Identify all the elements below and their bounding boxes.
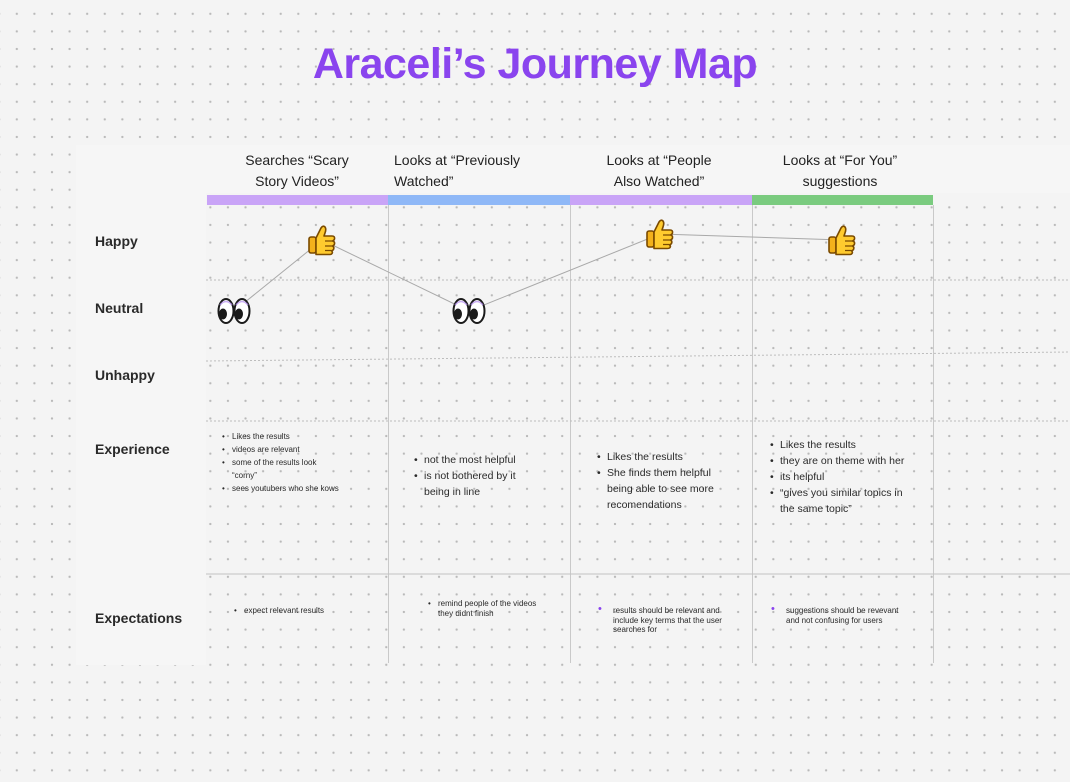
thumbs-up-icon bbox=[645, 218, 675, 255]
experience-note: not the most helpful bbox=[414, 452, 544, 468]
experience-note: “gives you similar topics in the same to… bbox=[770, 485, 920, 517]
emotion-line-segment bbox=[233, 239, 323, 312]
column-divider bbox=[570, 205, 571, 663]
stage-title-4: Looks at “For You” suggestions bbox=[782, 152, 898, 189]
stage-bar-1 bbox=[207, 195, 388, 205]
experience-notes-2: not the most helpful is not bothered by … bbox=[414, 452, 544, 500]
stage-title-2: Looks at “Previously Watched” bbox=[394, 152, 521, 189]
experience-note: Likes the results bbox=[770, 437, 920, 453]
expectation-notes-2: remind people of the videos they didnt f… bbox=[428, 599, 546, 618]
thumbs-up-icon bbox=[827, 224, 857, 261]
experience-note: videos are relevant bbox=[222, 443, 340, 456]
stage-title-1: Searches “Scary Story Videos” bbox=[245, 152, 349, 189]
row-label-neutral: Neutral bbox=[95, 300, 144, 316]
experience-note: its helpful bbox=[770, 469, 920, 485]
experience-note: some of the results look “corny” bbox=[222, 456, 340, 482]
experience-note: Likes the results bbox=[222, 430, 340, 443]
experience-note: they are on theme with her bbox=[770, 453, 920, 469]
eyes-icon bbox=[452, 296, 486, 331]
expectation-note: expect relevant results bbox=[234, 604, 364, 617]
expectation-notes-1: expect relevant results bbox=[234, 604, 364, 617]
row-label-unhappy: Unhappy bbox=[95, 367, 155, 383]
expectation-note: remind people of the videos they didnt f… bbox=[428, 599, 546, 618]
emotion-line-segment bbox=[659, 233, 843, 241]
experience-note: is not bothered by it being in line bbox=[414, 468, 544, 500]
column-divider bbox=[933, 205, 934, 663]
expectation-notes-3: results should be relevant and include k… bbox=[598, 605, 730, 635]
experience-notes-3: Likes the results She finds them helpful… bbox=[597, 449, 737, 513]
column-divider bbox=[752, 205, 753, 663]
experience-note: sees youtubers who she kows bbox=[222, 482, 340, 495]
stage-bar-3 bbox=[570, 195, 752, 205]
column-divider bbox=[388, 205, 389, 663]
emotion-line bbox=[233, 233, 843, 312]
eyes-icon bbox=[217, 296, 251, 331]
experience-note: Likes the results bbox=[597, 449, 737, 465]
row-label-panel bbox=[76, 145, 206, 665]
emotion-line-segment bbox=[468, 233, 661, 312]
experience-notes-4: Likes the results they are on theme with… bbox=[770, 437, 920, 517]
expectation-notes-4: suggestions should be revevant and not c… bbox=[771, 605, 903, 625]
expectation-note: suggestions should be revevant and not c… bbox=[771, 605, 903, 625]
row-label-happy: Happy bbox=[95, 233, 138, 249]
stage-title-3: Looks at “People Also Watched” bbox=[606, 152, 712, 189]
stage-bar-2 bbox=[388, 195, 570, 205]
row-divider bbox=[205, 351, 1070, 362]
thumbs-up-icon bbox=[307, 224, 337, 261]
page-title: Araceli’s Journey Map bbox=[312, 40, 758, 88]
row-label-experience: Experience bbox=[95, 441, 170, 457]
row-label-expectations: Expectations bbox=[95, 610, 183, 626]
expectation-note: results should be relevant and include k… bbox=[598, 605, 730, 635]
stage-header-panel bbox=[206, 145, 1070, 193]
emotion-line-segment bbox=[321, 239, 470, 312]
experience-notes-1: Likes the results videos are relevant so… bbox=[222, 430, 340, 495]
experience-note: She finds them helpful being able to see… bbox=[597, 465, 737, 513]
stage-bar-4 bbox=[752, 195, 933, 205]
